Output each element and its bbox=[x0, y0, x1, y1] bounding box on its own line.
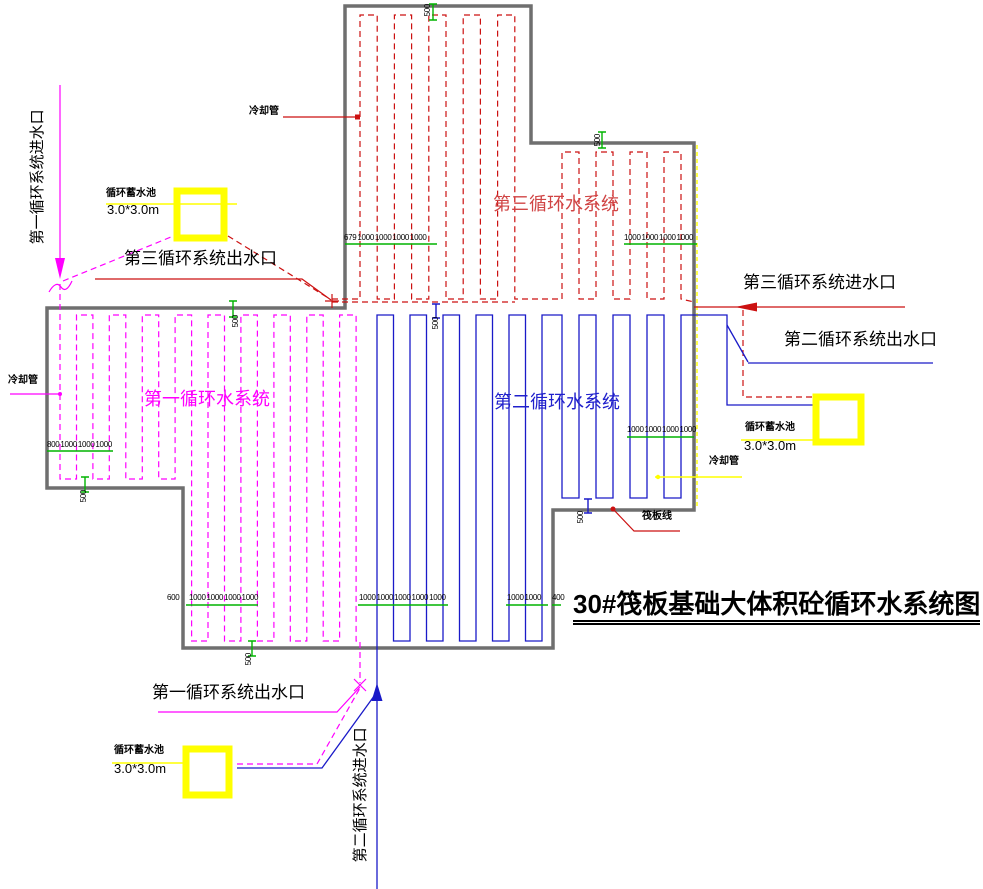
inlet3-arrow bbox=[735, 302, 757, 312]
pool3-label: 循环蓄水池 bbox=[114, 745, 164, 756]
pool3-size: 3.0*3.0m bbox=[114, 761, 167, 776]
raft-outline bbox=[45, 4, 696, 650]
system1-area-label: 第一循环水系统 bbox=[144, 389, 270, 409]
system2-area-label: 第二循环水系统 bbox=[494, 392, 620, 412]
offset-ticks bbox=[81, 3, 606, 657]
system3-area-label: 第三循环水系统 bbox=[493, 194, 619, 214]
dim-magenta-left: 800 1000 1000 1000 bbox=[47, 440, 113, 449]
offset-500-mid-center: 500 bbox=[430, 316, 440, 330]
cooling-pipe-label-left: 冷却管 bbox=[8, 375, 38, 386]
dim-red-left: 679 1000 1000 1000 1000 bbox=[344, 233, 427, 242]
dim-bottom-magenta: 1000 1000 1000 1000 bbox=[189, 593, 259, 602]
pool-box-3 bbox=[182, 745, 233, 799]
dim-bottom-400: 400 bbox=[552, 593, 565, 602]
dim-bottom-600: 600 bbox=[167, 593, 180, 602]
dim-bottom-blue-left: 1000 1000 1000 1000 1000 bbox=[359, 593, 446, 602]
pool-box-2 bbox=[812, 393, 865, 446]
dim-bottom-blue-right: 1000 1000 bbox=[507, 593, 542, 602]
offset-500-left-step: 500 bbox=[78, 489, 88, 503]
coil-system3 bbox=[332, 14, 695, 303]
outlet2-label: 第二循环系统出水口 bbox=[784, 330, 937, 349]
dim-blue-right: 1000 1000 1000 1000 bbox=[627, 425, 697, 434]
inlet1-arrow bbox=[55, 258, 65, 279]
cooling-pipe-label-right: 冷却管 bbox=[709, 456, 739, 467]
inlet2-arrow bbox=[371, 683, 383, 701]
magenta-pipes-and-leaders bbox=[10, 85, 367, 765]
pool-box-1 bbox=[173, 187, 228, 242]
red-pipes-and-leaders bbox=[95, 114, 905, 532]
coil-system2 bbox=[376, 314, 816, 889]
pool1-label: 循环蓄水池 bbox=[106, 188, 156, 199]
raft-line-label: 筏板线 bbox=[642, 511, 672, 522]
offset-500-bottom: 500 bbox=[243, 652, 253, 666]
pool2-size: 3.0*3.0m bbox=[744, 438, 797, 453]
cooling-pipe-label-top: 冷却管 bbox=[249, 106, 279, 117]
offset-500-top: 500 bbox=[422, 3, 432, 17]
drawing-title: 30#筏板基础大体积砼循环水系统图 bbox=[573, 590, 981, 626]
dimension-underlines bbox=[47, 243, 697, 606]
pool-label-leaders bbox=[106, 203, 816, 764]
outlet1-label: 第一循环系统出水口 bbox=[152, 683, 305, 702]
inlet2-label: 第二循环系统进水口 bbox=[352, 727, 370, 863]
coil-system1 bbox=[59, 284, 361, 683]
inlet1-label: 第一循环系统进水口 bbox=[29, 109, 47, 245]
pool2-label: 循环蓄水池 bbox=[745, 422, 795, 433]
pool1-size: 3.0*3.0m bbox=[107, 202, 160, 217]
outlet3-label: 第三循环系统出水口 bbox=[124, 249, 277, 268]
offset-500-step: 500 bbox=[592, 133, 602, 147]
blue-pipes-and-leaders bbox=[237, 324, 933, 769]
inlet3-label: 第三循环系统进水口 bbox=[743, 273, 896, 292]
offset-500-mid-left: 500 bbox=[230, 314, 240, 328]
dim-red-right: 1000 1000 1000 1000 bbox=[624, 233, 694, 242]
offset-500-right-step: 500 bbox=[575, 510, 585, 524]
